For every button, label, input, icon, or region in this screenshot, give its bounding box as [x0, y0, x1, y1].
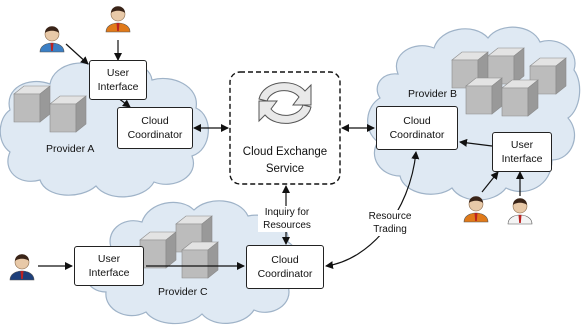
inquiry-label: Inquiry for Resources	[258, 206, 316, 232]
server-cube-icon	[465, 77, 503, 115]
user-interface-a: User Interface	[89, 60, 147, 100]
user-icon	[105, 6, 131, 33]
server-cube-icon	[487, 47, 525, 85]
provider-a-servers	[13, 85, 87, 133]
user-interface-b: User Interface	[492, 132, 552, 172]
cloud-coordinator-a: Cloud Coordinator	[117, 107, 193, 149]
server-cube-icon	[181, 241, 219, 279]
provider-b-label: Provider B	[408, 88, 458, 100]
user-b1-link	[481, 171, 499, 193]
trading-label: Resource Trading	[364, 210, 416, 236]
exchange-service-box	[229, 71, 341, 185]
cloud-coordinator-b: Cloud Coordinator	[376, 106, 458, 150]
provider-c-label: Provider C	[158, 286, 208, 298]
user-a1-link	[65, 43, 89, 65]
server-cube-icon	[139, 231, 177, 269]
user-interface-c: User Interface	[74, 246, 144, 286]
ui-b-to-coord-b	[459, 138, 493, 147]
cycle-arrows-icon	[258, 82, 312, 124]
provider-b-servers	[451, 47, 567, 117]
server-cube-icon	[13, 85, 51, 123]
cloud-coordinator-c: Cloud Coordinator	[246, 245, 324, 289]
exchange-service-label: Cloud Exchange Service	[242, 146, 328, 175]
user-icon	[39, 26, 65, 53]
server-cube-icon	[49, 95, 87, 133]
provider-a-label: Provider A	[46, 143, 95, 155]
server-cube-icon	[501, 79, 539, 117]
provider-c-servers	[139, 215, 219, 279]
user-icon	[463, 196, 489, 223]
user-icon	[507, 198, 533, 225]
user-icon	[9, 254, 35, 281]
